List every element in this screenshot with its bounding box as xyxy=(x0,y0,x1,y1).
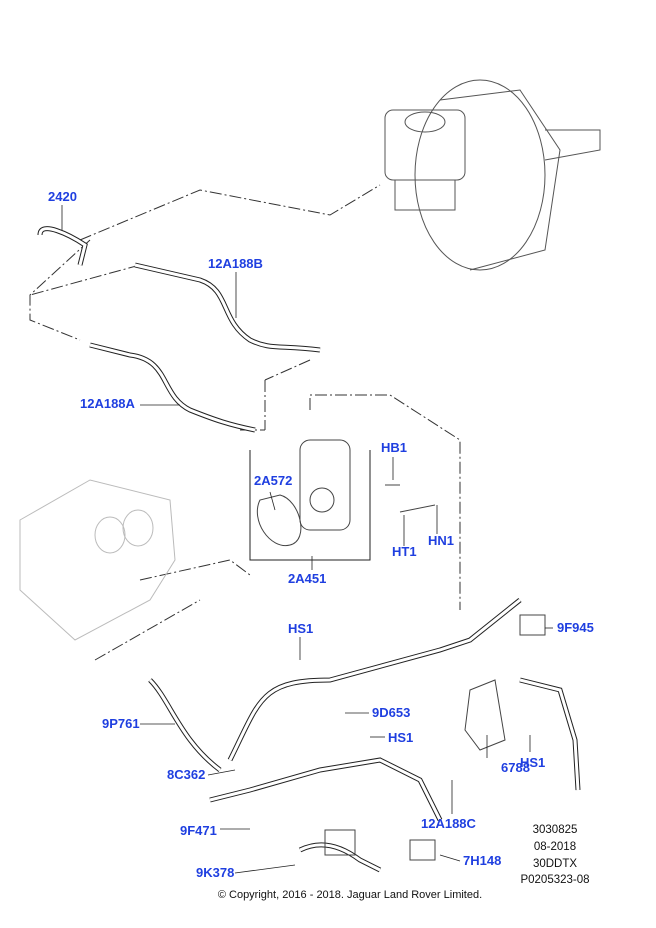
callout-2A572: 2A572 xyxy=(254,473,293,488)
copyright-notice: © Copyright, 2016 - 2018. Jaguar Land Ro… xyxy=(217,889,483,901)
callout-7H148: 7H148 xyxy=(463,853,502,868)
callout-9F945: 9F945 xyxy=(557,620,594,635)
callout-2420: 2420 xyxy=(48,189,77,204)
illustration-number: 3030825 xyxy=(532,824,578,836)
callout-9F471: 9F471 xyxy=(180,823,217,838)
brake-booster-illustration xyxy=(384,79,601,271)
illustration-date: 08-2018 xyxy=(533,841,577,853)
callout-6788: 6788 xyxy=(501,760,530,775)
callout-9D653: 9D653 xyxy=(372,705,411,720)
callout-HB1: HB1 xyxy=(381,440,408,455)
callout-8C362: 8C362 xyxy=(167,767,206,782)
callout-9P761: 9P761 xyxy=(102,716,140,731)
callout-9K378: 9K378 xyxy=(196,865,235,880)
callout-12A188C: 12A188C xyxy=(421,816,476,831)
callout-12A188B: 12A188B xyxy=(208,256,263,271)
callout-12A188A: 12A188A xyxy=(80,396,135,411)
callout-HS1: HS1 xyxy=(288,621,314,636)
part-reference: P0205323-08 xyxy=(520,874,590,886)
callout-HN1: HN1 xyxy=(428,533,455,548)
model-code: 30DDTX xyxy=(532,858,578,870)
callout-HT1: HT1 xyxy=(392,544,417,559)
callout-HS1: HS1 xyxy=(520,755,546,770)
callout-HS1: HS1 xyxy=(388,730,414,745)
callout-2A451: 2A451 xyxy=(288,571,327,586)
